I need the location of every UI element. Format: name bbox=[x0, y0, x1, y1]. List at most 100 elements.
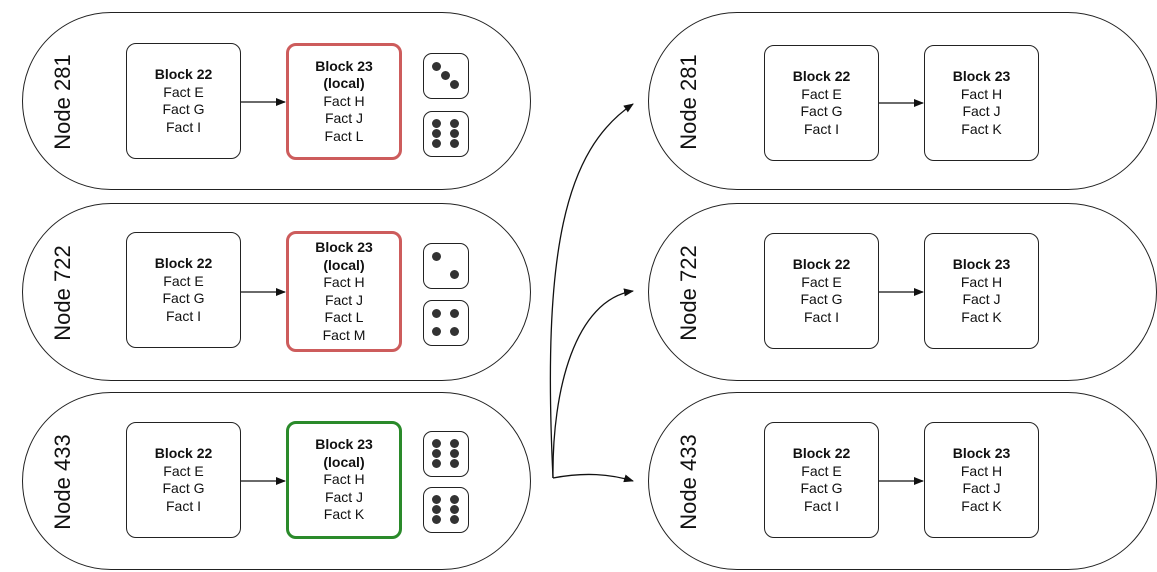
die-pip bbox=[432, 459, 441, 468]
block-fact: Fact J bbox=[324, 488, 364, 505]
die-pip bbox=[432, 515, 441, 524]
block-22: Block 22 Fact E Fact G Fact I bbox=[126, 43, 241, 159]
block-22: Block 22 Fact E Fact G Fact I bbox=[764, 422, 879, 538]
block-fact: Fact K bbox=[323, 506, 365, 523]
die-pip bbox=[450, 495, 459, 504]
block-title: Block 22 bbox=[154, 255, 213, 271]
die-pip bbox=[432, 129, 441, 138]
block-22: Block 22 Fact E Fact G Fact I bbox=[764, 45, 879, 161]
block-23-local: Block 23 (local) Fact H Fact J Fact L bbox=[286, 43, 402, 160]
block-fact: Fact H bbox=[323, 92, 365, 109]
block-fact: Fact G bbox=[800, 103, 843, 119]
block-fact: Fact I bbox=[165, 497, 201, 514]
die-six-icon bbox=[423, 431, 469, 477]
block-fact: Fact L bbox=[324, 127, 364, 144]
block-fact: Fact I bbox=[803, 120, 839, 137]
block-22: Block 22 Fact E Fact G Fact I bbox=[126, 232, 241, 348]
die-pip bbox=[450, 515, 459, 524]
die-pip bbox=[432, 439, 441, 448]
block-23: Block 23 Fact H Fact J Fact K bbox=[924, 233, 1039, 349]
block-fact: Fact I bbox=[803, 497, 839, 514]
block-fact: Fact G bbox=[800, 480, 843, 496]
die-pip bbox=[432, 505, 441, 514]
die-pip bbox=[450, 129, 459, 138]
die-pip bbox=[441, 71, 450, 80]
die-two-icon bbox=[423, 243, 469, 289]
block-fact: Fact H bbox=[323, 274, 365, 290]
block-fact: Fact E bbox=[801, 462, 842, 479]
die-pip bbox=[432, 495, 441, 504]
die-pip bbox=[450, 439, 459, 448]
die-pip bbox=[432, 309, 441, 318]
die-pip bbox=[432, 62, 441, 71]
block-23-local: Block 23 (local) Fact H Fact J Fact L Fa… bbox=[286, 231, 402, 352]
block-fact: Fact J bbox=[324, 291, 364, 308]
die-six-icon bbox=[423, 111, 469, 157]
block-fact: Fact K bbox=[961, 497, 1002, 514]
block-fact: Fact H bbox=[960, 273, 1003, 290]
block-title: Block 23 bbox=[315, 436, 373, 453]
block-fact: Fact G bbox=[162, 101, 205, 117]
block-fact: Fact E bbox=[163, 462, 204, 479]
block-title: Block 23 bbox=[952, 445, 1011, 461]
die-three-icon bbox=[423, 53, 469, 99]
block-fact: Fact I bbox=[165, 307, 201, 324]
block-title: Block 23 bbox=[952, 68, 1011, 84]
die-pip bbox=[432, 119, 441, 128]
die-pip bbox=[450, 119, 459, 128]
die-four-icon bbox=[423, 300, 469, 346]
block-fact: Fact J bbox=[962, 480, 1001, 496]
die-pip bbox=[432, 327, 441, 336]
die-pip bbox=[450, 459, 459, 468]
block-fact: Fact E bbox=[163, 272, 204, 289]
block-fact: Fact J bbox=[962, 291, 1001, 307]
broadcast-arrow-to-281 bbox=[549, 103, 634, 479]
die-pip bbox=[450, 505, 459, 514]
block-fact: Fact M bbox=[322, 326, 366, 343]
block-title: Block 22 bbox=[792, 445, 851, 461]
block-title: Block 22 bbox=[792, 68, 851, 84]
die-pip bbox=[450, 327, 459, 336]
broadcast-arrow-to-722 bbox=[552, 288, 634, 479]
block-fact: Fact H bbox=[960, 85, 1003, 102]
die-pip bbox=[450, 309, 459, 318]
block-fact: Fact K bbox=[961, 120, 1002, 137]
block-fact: Fact J bbox=[324, 110, 364, 127]
block-22: Block 22 Fact E Fact G Fact I bbox=[764, 233, 879, 349]
die-pip bbox=[432, 449, 441, 458]
block-fact: Fact K bbox=[961, 308, 1002, 325]
block-title: Block 23 bbox=[315, 239, 373, 255]
block-title: Block 22 bbox=[792, 256, 851, 272]
block-fact: Fact G bbox=[162, 290, 205, 306]
block-title: Block 23 bbox=[952, 256, 1011, 272]
die-pip bbox=[432, 252, 441, 261]
block-fact: Fact H bbox=[960, 462, 1003, 479]
die-pip bbox=[450, 139, 459, 148]
block-subtitle: (local) bbox=[323, 453, 365, 470]
block-22: Block 22 Fact E Fact G Fact I bbox=[126, 422, 241, 538]
block-23: Block 23 Fact H Fact J Fact K bbox=[924, 422, 1039, 538]
die-pip bbox=[432, 139, 441, 148]
block-subtitle: (local) bbox=[323, 75, 365, 92]
block-fact: Fact E bbox=[163, 83, 204, 100]
block-fact: Fact G bbox=[162, 480, 205, 496]
block-fact: Fact E bbox=[801, 85, 842, 102]
block-23-local: Block 23 (local) Fact H Fact J Fact K bbox=[286, 421, 402, 539]
broadcast-arrow-to-433 bbox=[552, 473, 634, 483]
block-subtitle: (local) bbox=[323, 256, 365, 273]
die-six-icon bbox=[423, 487, 469, 533]
die-pip bbox=[450, 449, 459, 458]
die-pip bbox=[450, 80, 459, 89]
block-title: Block 23 bbox=[315, 57, 373, 74]
die-pip bbox=[450, 270, 459, 279]
block-fact: Fact J bbox=[962, 103, 1001, 119]
block-title: Block 22 bbox=[154, 445, 213, 461]
block-fact: Fact H bbox=[323, 471, 365, 488]
block-fact: Fact G bbox=[800, 291, 843, 307]
block-title: Block 22 bbox=[154, 66, 213, 82]
block-fact: Fact E bbox=[801, 273, 842, 290]
node-panel-right-281: Node 281 bbox=[648, 12, 1157, 190]
block-fact: Fact I bbox=[165, 118, 201, 135]
block-fact: Fact I bbox=[803, 308, 839, 325]
